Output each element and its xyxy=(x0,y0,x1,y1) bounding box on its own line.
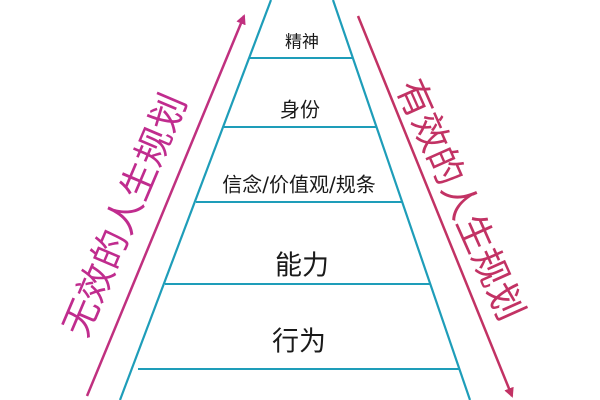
level-label-identity: 身份 xyxy=(280,97,320,122)
level-label-beliefs-values-rules: 信念/价值观/规条 xyxy=(222,172,376,197)
level-label-ability: 能力 xyxy=(275,250,329,282)
pyramid-left-edge xyxy=(118,0,273,400)
right-arrow-downward xyxy=(356,15,514,398)
pyramid-right-edge xyxy=(331,0,472,400)
level-label-behavior: 行为 xyxy=(272,326,326,358)
left-arrow-upward xyxy=(85,14,246,397)
level-label-spirit: 精神 xyxy=(285,32,319,53)
